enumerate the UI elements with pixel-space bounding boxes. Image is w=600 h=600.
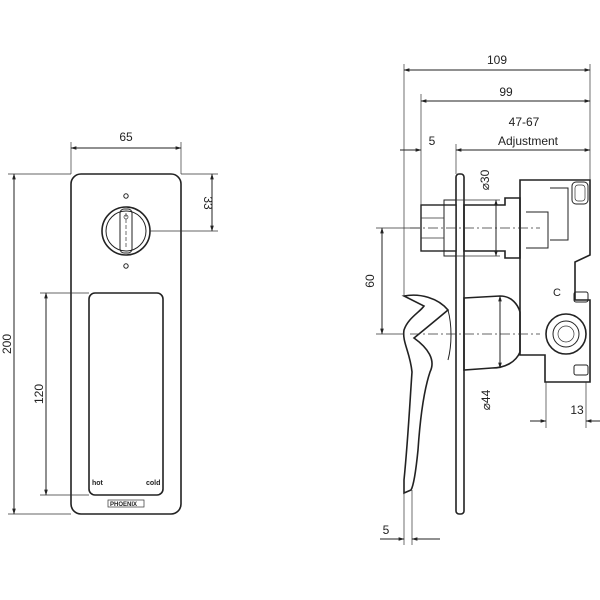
label-cold: cold xyxy=(146,480,160,487)
handle-panel xyxy=(88,292,164,496)
label-adjustment: Adjustment xyxy=(498,134,559,148)
dim-outlet: 13 xyxy=(570,403,584,417)
front-plate xyxy=(70,173,182,515)
brand-plate: PHOENIX xyxy=(110,502,137,508)
dim-handle-height: 120 xyxy=(32,384,46,404)
dim-height-60: 60 xyxy=(363,274,377,288)
side-plate xyxy=(455,173,465,515)
label-c: C xyxy=(553,287,561,299)
dim-body-depth: 99 xyxy=(499,85,513,99)
brand-plate-box xyxy=(107,499,145,508)
dim-plate-offset: 5 xyxy=(429,134,436,148)
dim-bottom-offset: 5 xyxy=(383,523,390,537)
dim-width: 65 xyxy=(119,130,133,144)
dim-spindle-dia: ⌀30 xyxy=(478,169,492,190)
dim-handle-dia: ⌀44 xyxy=(479,389,493,410)
label-hot: hot xyxy=(92,480,104,487)
dim-height: 200 xyxy=(0,334,14,354)
dim-knob-offset: 33 xyxy=(201,196,215,210)
dim-adjustment-range: 47-67 xyxy=(509,115,540,129)
side-handle xyxy=(401,294,521,495)
dim-overall-depth: 109 xyxy=(487,53,507,67)
diverter-knob xyxy=(101,193,151,269)
front-view: hot cold PHOENIX 65 200 33 120 xyxy=(0,130,218,515)
valve-body: C xyxy=(463,179,591,383)
side-view: C 109 99 47-67 Adjustment 5 xyxy=(363,53,600,545)
